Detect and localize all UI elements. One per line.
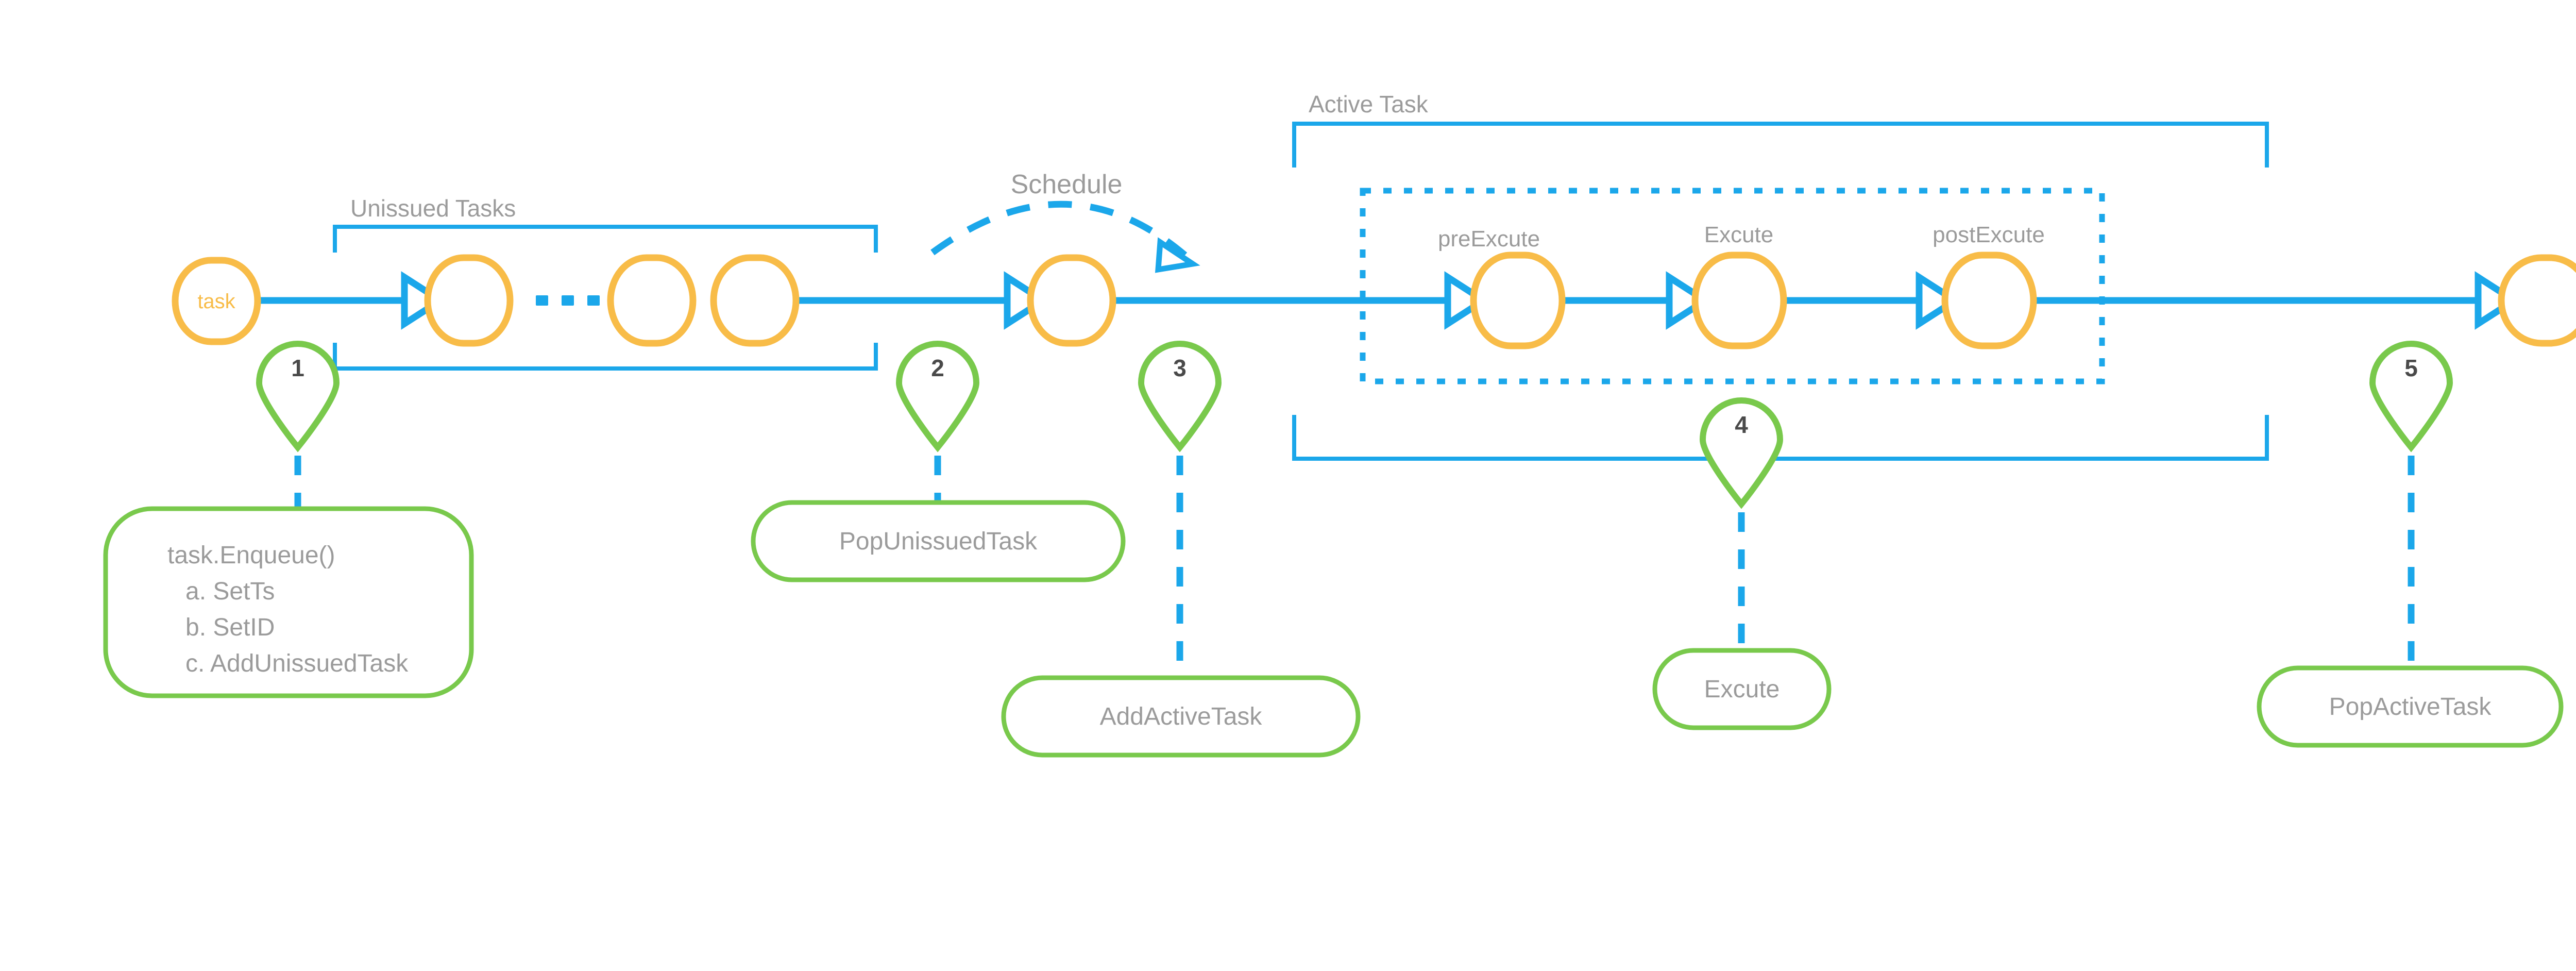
step-marker-5-number: 5 [2404,355,2418,381]
arrowhead-icon-to-post [1916,271,1962,330]
step-marker-4-number: 4 [1735,411,1748,438]
node-scheduled[interactable] [1027,254,1116,347]
arrowhead-icon-to-pre [1444,271,1490,330]
step-marker-2-number: 2 [931,355,944,381]
step-marker-numbers: 1 2 3 4 5 [291,355,2418,438]
step-markers [256,340,2453,509]
node-queue-tail[interactable] [710,254,800,347]
flow-arrowheads [401,271,2521,330]
active-bracket-bottom [1292,415,2269,461]
callout-pop-active-label: PopActiveTask [2329,693,2492,721]
node-queue-mid[interactable] [607,254,697,347]
unissued-tasks-label: Unissued Tasks [350,195,516,222]
arrowhead-icon-to-scheduled [1004,271,1050,330]
arrowhead-icon-to-queue [401,271,447,330]
callout-pop-active-box[interactable] [2257,665,2564,748]
step-marker-5[interactable] [2369,340,2453,453]
phase-label-execute: Excute [1704,222,1774,247]
step-marker-1[interactable] [256,340,340,453]
callout-execute-box[interactable] [1652,648,1832,730]
callout-add-active-box[interactable] [1001,675,1361,758]
execution-phase-dotted-box [1360,188,2105,384]
step-marker-4[interactable] [1699,397,1784,509]
node-task[interactable] [172,257,261,345]
unissued-bracket-top [333,225,878,253]
arrowhead-icon-to-done [2475,271,2521,330]
callout-connectors [294,381,2415,680]
callout-enqueue-line-3: c. AddUnissuedTask [185,650,409,677]
unissued-bracket-bottom [333,343,878,371]
node-post-execute[interactable] [1941,252,2037,349]
node-task-label: task [197,290,235,313]
callout-pop-unissued-box[interactable] [751,500,1126,582]
callout-pop-unissued-label: PopUnissuedTask [839,528,1038,555]
active-bracket-top [1292,122,2269,168]
schedule-arrowhead-icon [1155,237,1200,273]
step-marker-3-number: 3 [1173,355,1187,381]
node-queue-head[interactable] [424,254,514,347]
arrowhead-icon-to-exec [1666,271,1712,330]
queue-ellipsis-icon [536,295,600,306]
step-marker-2[interactable] [895,340,980,453]
phase-label-post-execute: postExcute [1933,222,2045,247]
step-marker-1-number: 1 [291,355,304,381]
node-done[interactable] [2498,254,2576,347]
callout-add-active-label: AddActiveTask [1100,703,1263,730]
active-task-label: Active Task [1309,91,1429,118]
callout-enqueue-box[interactable] [103,506,474,698]
node-execute[interactable] [1691,252,1787,349]
callout-enqueue-line-0: task.Enqueue() [167,542,335,569]
node-pre-execute[interactable] [1470,252,1566,349]
callout-enqueue-line-2: b. SetID [185,614,275,641]
schedule-arc-path [930,200,1188,258]
flow-nodes [172,252,2576,349]
unissued-tasks-bracket [333,225,878,371]
active-task-bracket [1292,122,2269,461]
schedule-label: Schedule [1011,170,1123,199]
step-marker-3[interactable] [1138,340,1222,453]
callout-execute-label: Excute [1704,676,1780,703]
schedule-dashed-arc [930,200,1200,273]
callout-enqueue-line-1: a. SetTs [185,578,275,605]
phase-label-pre-execute: preExcute [1438,226,1540,252]
